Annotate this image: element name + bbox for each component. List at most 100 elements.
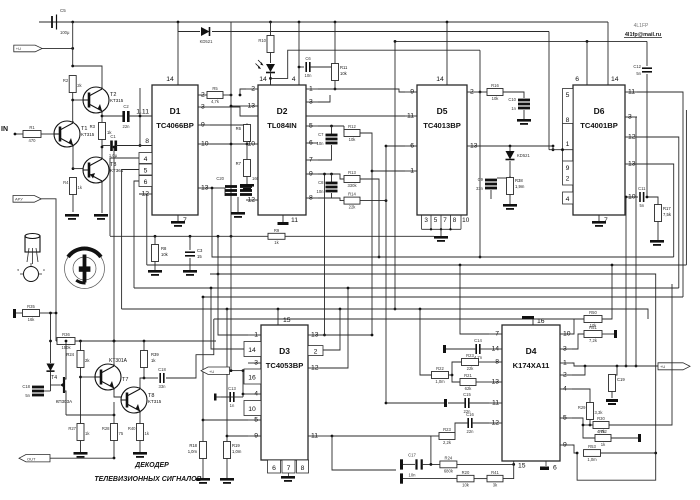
svg-text:10k: 10k: [349, 137, 357, 142]
svg-text:7: 7: [309, 157, 313, 164]
svg-text:2: 2: [566, 176, 570, 183]
svg-text:TC4001BP: TC4001BP: [580, 121, 618, 130]
svg-text:D5: D5: [437, 106, 448, 116]
svg-text:R19: R19: [232, 443, 240, 448]
svg-text:11: 11: [407, 113, 414, 120]
svg-text:10: 10: [201, 141, 209, 148]
svg-text:9: 9: [566, 165, 570, 172]
svg-text:K174XA11: K174XA11: [513, 361, 551, 370]
svg-text:3,3k: 3,3k: [595, 410, 604, 415]
svg-text:R8: R8: [161, 246, 167, 251]
svg-text:8: 8: [453, 217, 457, 224]
svg-text:9: 9: [254, 433, 258, 440]
svg-text:7: 7: [287, 465, 291, 472]
svg-text:7,5k: 7,5k: [663, 212, 672, 217]
svg-text:1k: 1k: [107, 130, 112, 135]
svg-text:KD521: KD521: [517, 153, 530, 158]
svg-text:15: 15: [283, 317, 291, 324]
svg-text:1n: 1n: [230, 403, 235, 408]
svg-text:1k: 1k: [151, 358, 156, 363]
svg-text:7: 7: [495, 331, 499, 338]
svg-text:T7: T7: [122, 377, 128, 383]
svg-text:15: 15: [197, 254, 202, 259]
svg-text:R36: R36: [62, 332, 70, 337]
svg-text:R17: R17: [663, 206, 671, 211]
svg-text:+U: +U: [660, 364, 665, 369]
svg-text:1.11: 1.11: [136, 109, 149, 116]
svg-text:16k: 16k: [28, 317, 36, 322]
svg-text:10k: 10k: [590, 323, 598, 328]
svg-text:R14: R14: [348, 192, 356, 197]
svg-text:D1: D1: [170, 106, 181, 116]
svg-text:R20: R20: [462, 470, 470, 475]
svg-text:4: 4: [292, 76, 296, 83]
svg-text:6: 6: [309, 140, 313, 147]
svg-text:C11: C11: [638, 186, 646, 191]
svg-text:8: 8: [495, 359, 499, 366]
svg-text:OUT: OUT: [27, 456, 36, 461]
svg-text:1,0m: 1,0m: [232, 449, 242, 454]
svg-text:R18: R18: [189, 443, 197, 448]
svg-text:10: 10: [563, 331, 571, 338]
svg-text:7: 7: [604, 217, 608, 224]
svg-text:KT361: KT361: [110, 168, 124, 173]
svg-text:9: 9: [563, 442, 567, 449]
svg-text:12: 12: [311, 365, 319, 372]
svg-text:R23: R23: [466, 353, 474, 358]
svg-text:R51: R51: [589, 325, 597, 330]
svg-text:14: 14: [611, 76, 619, 83]
svg-text:2: 2: [563, 372, 567, 379]
svg-text:C3: C3: [197, 248, 203, 253]
svg-text:R10: R10: [258, 38, 266, 43]
svg-text:R28: R28: [102, 426, 110, 431]
svg-text:C7: C7: [318, 132, 324, 137]
svg-text:22k: 22k: [349, 205, 357, 210]
svg-text:TL084IN: TL084IN: [267, 121, 297, 130]
svg-text:1: 1: [254, 332, 258, 339]
svg-text:10k: 10k: [462, 482, 470, 487]
svg-text:75: 75: [119, 431, 124, 436]
svg-text:TC4053BP: TC4053BP: [266, 361, 304, 370]
svg-text:1k: 1k: [601, 442, 606, 447]
svg-text:R38: R38: [515, 178, 523, 183]
svg-text:14: 14: [248, 347, 256, 354]
svg-text:R16: R16: [491, 83, 499, 88]
svg-text:5: 5: [563, 415, 567, 422]
svg-text:4: 4: [563, 386, 567, 393]
svg-text:10n: 10n: [317, 141, 325, 146]
svg-text:5: 5: [309, 123, 313, 130]
svg-text:10n: 10n: [305, 73, 313, 78]
svg-text:C13: C13: [228, 386, 236, 391]
svg-text:14: 14: [166, 76, 174, 83]
svg-text:13: 13: [470, 143, 478, 150]
svg-text:8: 8: [566, 117, 570, 124]
svg-text:1,9m: 1,9m: [515, 184, 525, 189]
svg-text:IN: IN: [1, 126, 8, 133]
svg-text:7,2k: 7,2k: [589, 338, 598, 343]
svg-text:T2: T2: [110, 92, 116, 98]
svg-text:C5: C5: [60, 8, 66, 13]
svg-text:10: 10: [462, 217, 470, 224]
svg-text:3: 3: [424, 217, 428, 224]
svg-text:33n: 33n: [476, 186, 484, 191]
svg-text:C1: C1: [110, 134, 116, 139]
svg-text:КП303А: КП303А: [56, 399, 72, 404]
svg-text:TC4066BP: TC4066BP: [156, 121, 194, 130]
svg-text:T1: T1: [81, 126, 87, 132]
svg-text:1,0m: 1,0m: [587, 457, 597, 462]
svg-text:11: 11: [291, 217, 298, 224]
svg-text:13: 13: [247, 103, 255, 110]
svg-text:1k: 1k: [78, 185, 83, 190]
svg-text:C18: C18: [158, 367, 166, 372]
svg-text:5: 5: [144, 168, 148, 175]
svg-text:9: 9: [309, 171, 313, 178]
svg-text:C17: C17: [408, 453, 416, 458]
svg-text:R27: R27: [68, 426, 76, 431]
svg-text:1: 1: [309, 86, 313, 93]
svg-text:6: 6: [272, 465, 276, 472]
svg-text:C16: C16: [466, 412, 474, 417]
svg-text:+U: +U: [209, 369, 214, 374]
svg-text:T4: T4: [51, 375, 57, 381]
svg-text:R53: R53: [588, 444, 596, 449]
svg-text:C15: C15: [463, 392, 471, 397]
